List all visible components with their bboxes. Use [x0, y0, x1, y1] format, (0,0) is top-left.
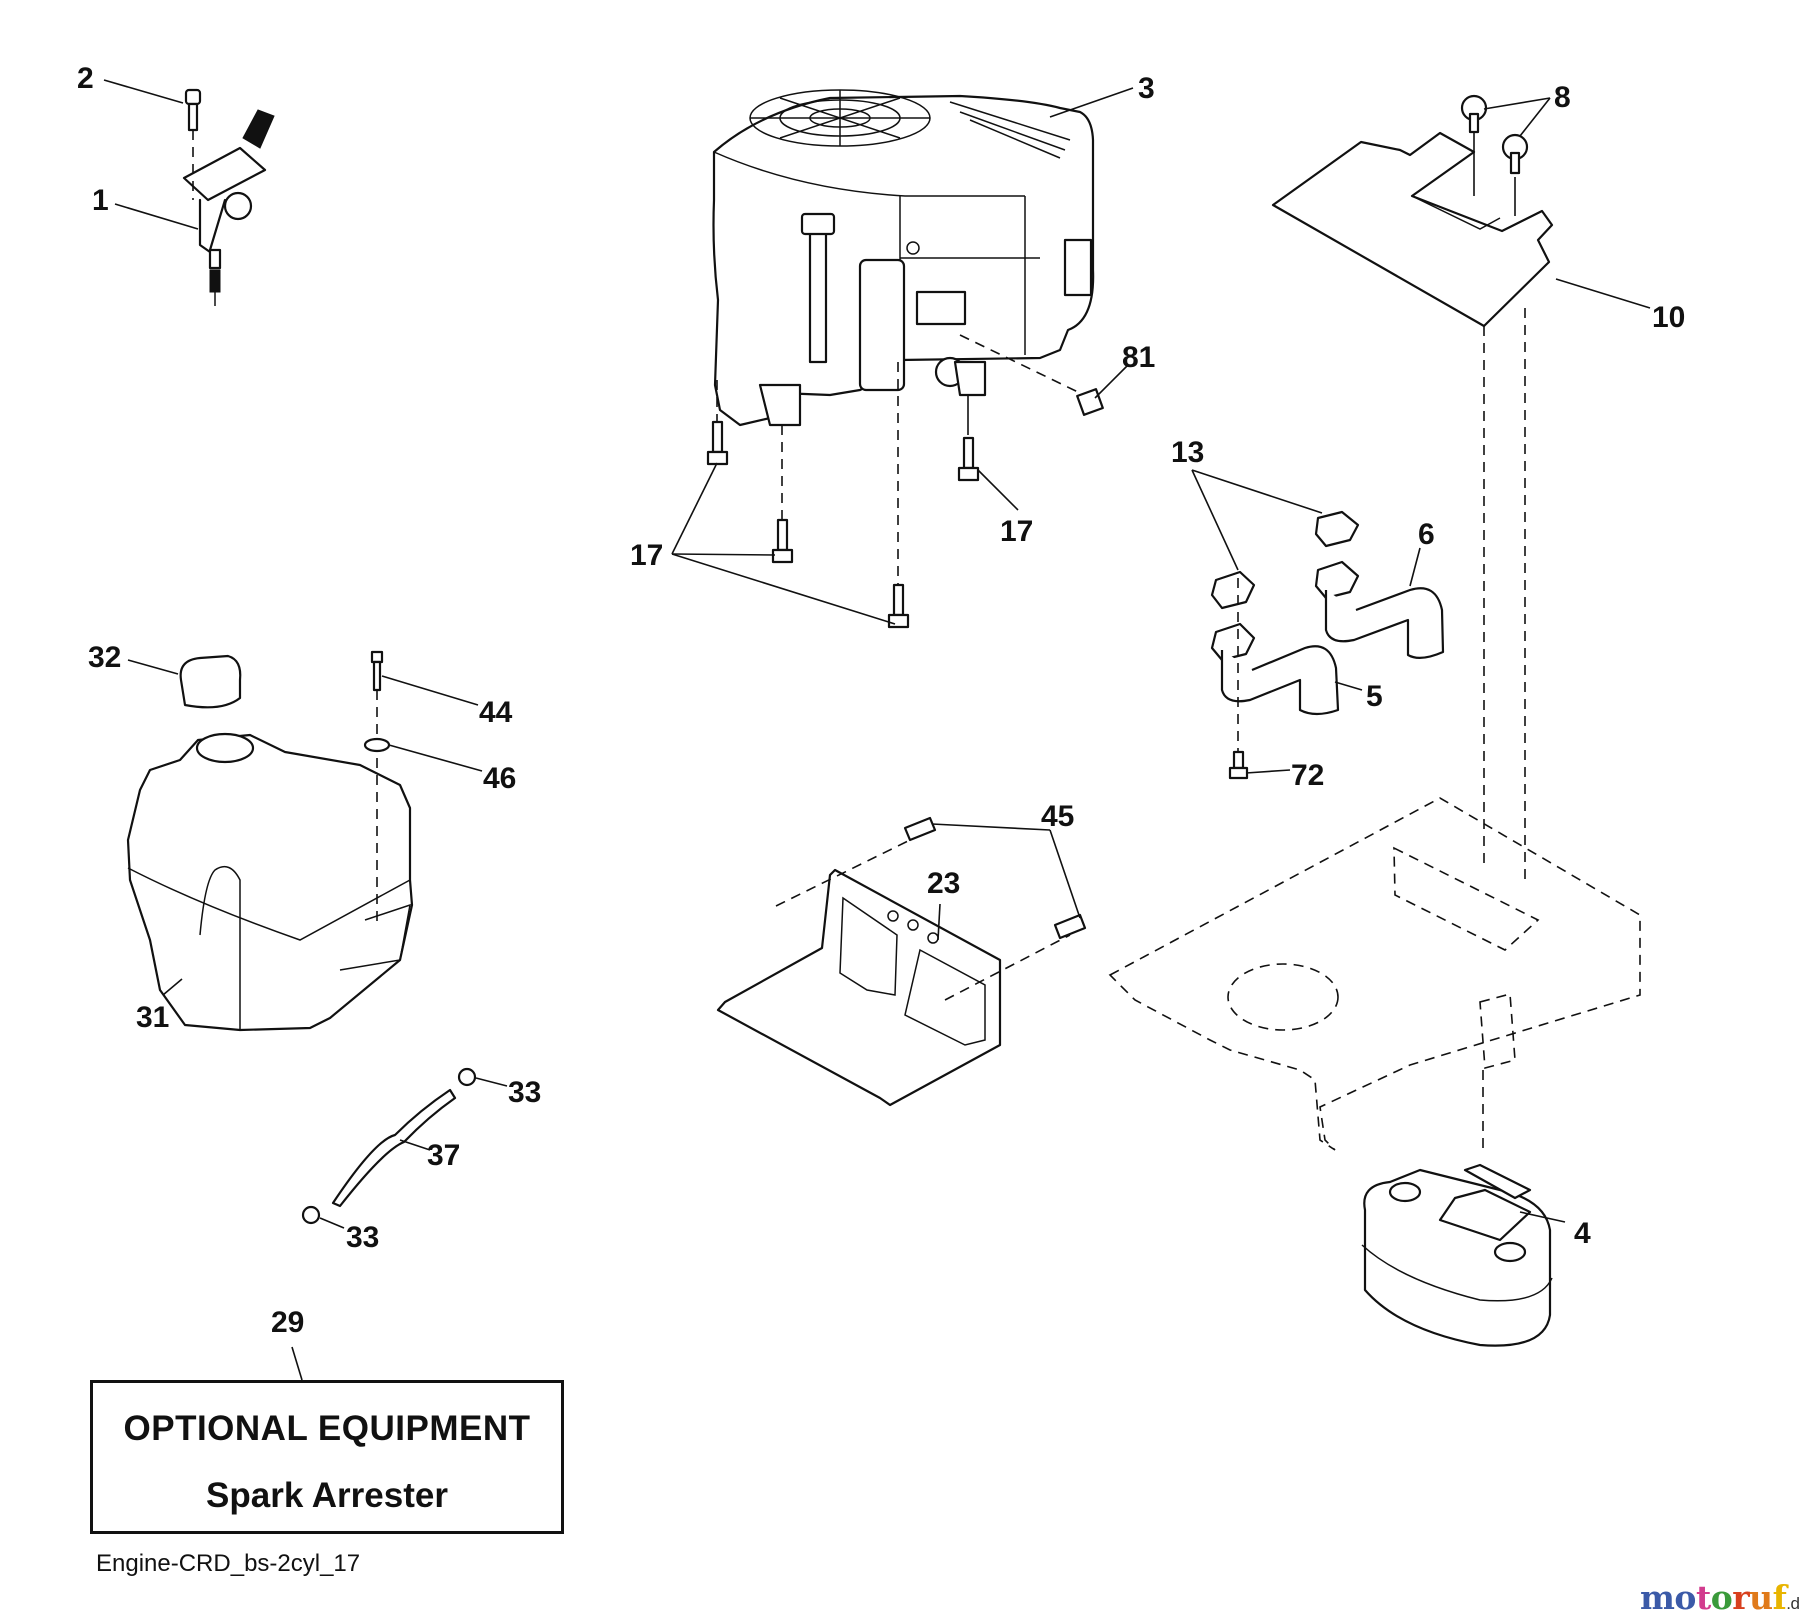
watermark-letter: u: [1749, 1578, 1773, 1617]
callout-45: 45: [1041, 800, 1074, 833]
callout-13: 13: [1171, 436, 1204, 469]
callout-8: 8: [1554, 81, 1571, 114]
callout-37: 37: [427, 1139, 460, 1172]
callout-72: 72: [1291, 759, 1324, 792]
frame-part: [1108, 797, 1641, 1347]
throttle-control-part: [182, 88, 275, 306]
callout-44: 44: [479, 696, 513, 729]
watermark-logo: motoruf.de: [1640, 1578, 1800, 1617]
leader-lines: [103, 79, 1651, 1381]
callout-1: 1: [92, 184, 109, 217]
callout-23: 23: [927, 867, 960, 900]
callout-33-top: 33: [508, 1076, 541, 1109]
heat-shield-part: [1271, 94, 1554, 885]
callout-46: 46: [483, 762, 516, 795]
watermark-letter: t: [1695, 1578, 1711, 1617]
callout-5: 5: [1366, 680, 1383, 713]
engine-bolts-part: [706, 362, 980, 629]
watermark-letter: m: [1640, 1578, 1675, 1617]
watermark-tld: .de: [1786, 1594, 1800, 1613]
watermark-letter: f: [1772, 1578, 1787, 1617]
callout-32: 32: [88, 641, 121, 674]
watermark-letter: o: [1710, 1578, 1733, 1617]
watermark-letter: o: [1674, 1578, 1696, 1617]
callout-labels: 2 1 3 8 10 81 13 17 17 6 5 72 32 44 46 4…: [77, 62, 1685, 1339]
figure-id-label: Engine-CRD_bs-2cyl_17: [96, 1550, 361, 1577]
optional-equipment-box: OPTIONAL EQUIPMENT Spark Arrester: [90, 1380, 564, 1534]
callout-2: 2: [77, 62, 94, 95]
callout-33-bottom: 33: [346, 1221, 379, 1254]
muffler-guard-part: [716, 816, 1087, 1107]
optional-equipment-title: OPTIONAL EQUIPMENT: [123, 1409, 531, 1448]
watermark-letter: r: [1732, 1578, 1750, 1617]
callout-31: 31: [136, 1001, 169, 1034]
callout-10: 10: [1652, 301, 1685, 334]
callout-81: 81: [1122, 341, 1155, 374]
fuel-tank-part: [126, 650, 414, 1032]
callout-6: 6: [1418, 518, 1435, 551]
exhaust-pipes-part: [1210, 510, 1445, 780]
fuel-line-part: [301, 1067, 477, 1225]
callout-29: 29: [271, 1306, 304, 1339]
callout-4: 4: [1574, 1217, 1591, 1250]
spark-arrester-label: Spark Arrester: [206, 1476, 448, 1515]
callout-17-right: 17: [1000, 515, 1033, 548]
callout-3: 3: [1138, 72, 1155, 105]
engine-part: [712, 89, 1095, 427]
callout-17-left: 17: [630, 539, 663, 572]
